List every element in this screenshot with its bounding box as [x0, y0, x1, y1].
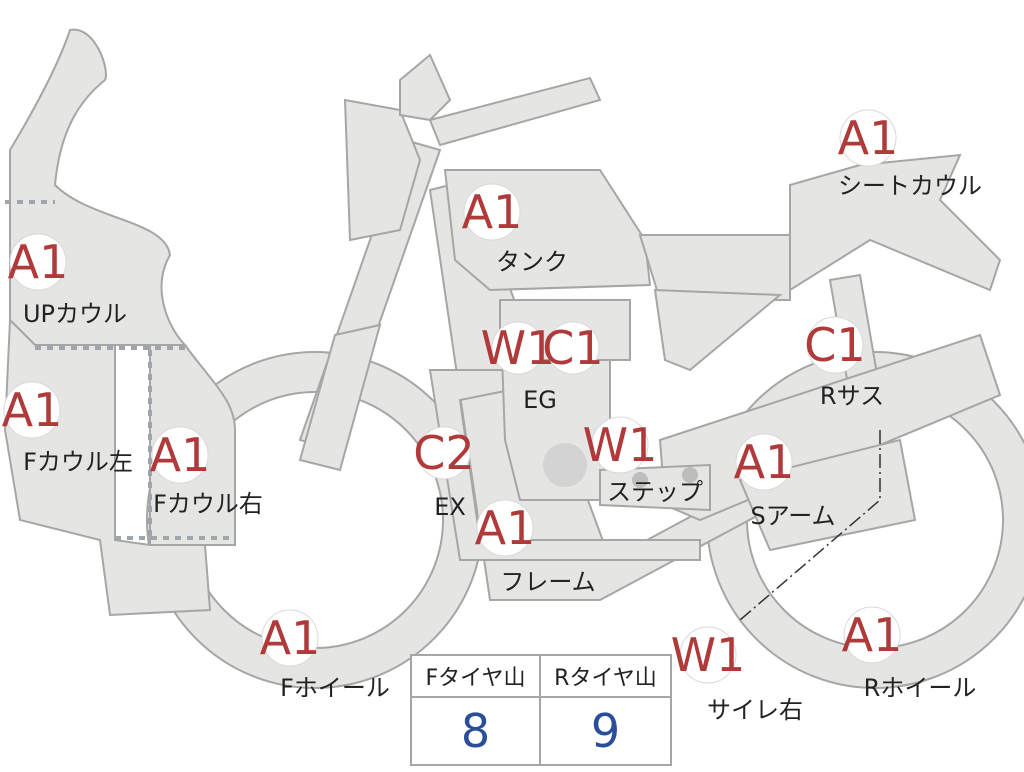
- muffler-right-grade: W1: [671, 628, 746, 682]
- f-wheel-label: Fホイール: [280, 674, 390, 702]
- engine-label: EG: [523, 386, 557, 414]
- exhaust-badge: [417, 426, 471, 480]
- f-cowl-left-badge: [3, 381, 61, 439]
- seat-cowl-label: シートカウル: [838, 172, 982, 200]
- tire-tread-table: Fタイヤ山 Rタイヤ山 8 9: [410, 654, 672, 766]
- f-cowl-left-grade: A1: [2, 383, 63, 437]
- mirror: [399, 53, 452, 122]
- step-label: ステップ: [607, 478, 703, 506]
- tank-badge: [463, 183, 521, 241]
- up-cowl: [9, 28, 188, 346]
- r-wheel-badge: [843, 606, 901, 664]
- up-cowl-label: UPカウル: [23, 300, 127, 328]
- muffler: [738, 438, 917, 552]
- muffler-right-label: サイレ右: [707, 696, 803, 724]
- engine-cover: [543, 443, 587, 487]
- engine-grade-1: W1: [481, 321, 556, 375]
- headlight: [343, 98, 422, 242]
- step-peg-1: [632, 472, 648, 488]
- front-tire-header: Fタイヤ山: [412, 656, 541, 698]
- f-cowl-right-badge: [151, 426, 209, 484]
- swing-arm-badge: [735, 433, 793, 491]
- fork-slider: [298, 323, 382, 472]
- handlebar: [428, 76, 602, 147]
- frame-grade: A1: [475, 501, 536, 555]
- f-cowl-right-grade: A1: [150, 428, 211, 482]
- seat-cowl-badge: [839, 109, 897, 167]
- r-suspension-label: Rサス: [820, 382, 884, 410]
- tank-label: タンク: [496, 248, 568, 276]
- r-suspension-badge: [806, 316, 864, 374]
- step-badge: [591, 416, 649, 474]
- r-wheel-grade: A1: [842, 608, 903, 662]
- f-cowl-left-label: Fカウル左: [23, 448, 133, 476]
- exhaust-label: EX: [434, 493, 466, 521]
- f-cowl-right-label: Fカウル右: [153, 490, 263, 518]
- f-wheel-badge: [261, 609, 319, 667]
- tank-grade: A1: [462, 185, 523, 239]
- step-grade: W1: [583, 418, 658, 472]
- f-wheel-grade: A1: [260, 611, 321, 665]
- seat-cowl: [789, 153, 1002, 292]
- r-suspension-grade: C1: [804, 318, 865, 372]
- up-cowl-badge: [9, 233, 67, 291]
- side-cover: [653, 288, 783, 372]
- engine-badge-2: [546, 321, 600, 375]
- rear-tire-header: Rタイヤ山: [541, 656, 670, 698]
- f-cowl-left: [3, 317, 212, 617]
- engine-grade-2: C1: [542, 321, 603, 375]
- rear-tire-value: 9: [590, 704, 621, 758]
- front-tire-value: 8: [412, 698, 541, 764]
- seat-cowl-grade: A1: [838, 111, 899, 165]
- engine-badge-1: [491, 321, 545, 375]
- swing-arm-grade: A1: [734, 435, 795, 489]
- up-cowl-grade: A1: [8, 235, 69, 289]
- frame-label: フレーム: [500, 568, 595, 596]
- frame-badge: [476, 499, 534, 557]
- r-wheel-label: Rホイール: [864, 674, 977, 702]
- muffler-leader: [739, 430, 881, 621]
- seat: [638, 234, 791, 301]
- swing-arm-label: Sアーム: [750, 502, 835, 530]
- step-peg-2: [682, 467, 698, 483]
- exhaust-grade: C2: [413, 426, 474, 480]
- muffler-right-badge: [679, 626, 737, 684]
